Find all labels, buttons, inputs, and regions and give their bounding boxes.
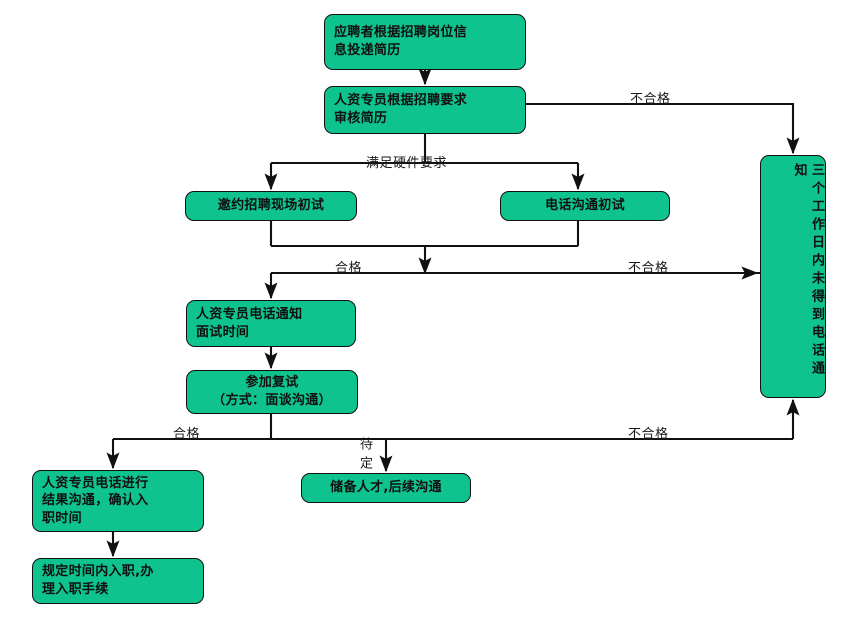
node-label: 应聘者根据招聘岗位信息投递简历 — [325, 24, 525, 59]
node-label-line: 人资专员电话通知 — [196, 306, 303, 322]
node-label: 三个工作日内未得到电话通知 — [761, 163, 825, 390]
node-label: 参加复试 （方式：面谈沟通） — [187, 374, 357, 409]
node-label-line: 理入职手续 — [42, 582, 109, 597]
edge-label-qualified-second: 合格 — [173, 427, 201, 442]
node-label-line: 人资专员根据招聘要求 — [334, 93, 468, 109]
node-label-line: 面试时间 — [196, 324, 250, 340]
edge-screen-to-nocall — [526, 102, 800, 155]
node-label-line: 结果沟通，确认入 — [42, 493, 149, 509]
node-second-interview[interactable]: 参加复试 （方式：面谈沟通） — [186, 370, 358, 414]
node-label-line: 电话沟通初试 — [545, 198, 625, 214]
node-label-line: 职时间 — [42, 510, 82, 526]
edge-label-pending: 待定 — [357, 437, 372, 475]
node-label: 储备人才,后续沟通 — [302, 479, 470, 497]
node-talent-pool-followup[interactable]: 储备人才,后续沟通 — [301, 473, 471, 503]
node-hr-screen-resume[interactable]: 人资专员根据招聘要求审核简历 — [324, 86, 526, 134]
node-label-line: 参加复试 — [245, 375, 299, 391]
node-label-line: 应聘者根据招聘岗位信 — [334, 25, 468, 41]
node-label-line: 邀约招聘现场初试 — [217, 198, 325, 214]
edge-label-unqualified-second: 不合格 — [628, 427, 669, 442]
node-label-line: 息投递简历 — [334, 43, 401, 58]
node-label-line: 三个工作日内未得到电话通知 — [791, 163, 824, 379]
node-apply-resume[interactable]: 应聘者根据招聘岗位信息投递简历 — [324, 14, 526, 70]
node-label-line: 审核简历 — [334, 111, 388, 126]
node-label-line: 人资专员电话进行 — [42, 475, 149, 491]
node-phone-first-interview[interactable]: 电话沟通初试 — [500, 191, 670, 221]
node-label-line: （方式：面谈沟通） — [212, 393, 332, 408]
edge-label-unqualified-top: 不合格 — [630, 92, 671, 107]
node-onsite-first-interview[interactable]: 邀约招聘现场初试 — [185, 191, 357, 221]
node-label: 规定时间内入职,办理入职手续 — [33, 563, 203, 598]
edge-label-qualified-first: 合格 — [335, 261, 363, 276]
node-label-line: 规定时间内入职,办 — [42, 564, 154, 580]
node-hr-result-call[interactable]: 人资专员电话进行结果沟通，确认入职时间 — [32, 470, 204, 532]
node-onboarding-procedures[interactable]: 规定时间内入职,办理入职手续 — [32, 558, 204, 604]
node-label: 电话沟通初试 — [501, 197, 669, 215]
node-hr-notify-interview-time[interactable]: 人资专员电话通知面试时间 — [186, 300, 356, 347]
node-label: 人资专员根据招聘要求审核简历 — [325, 92, 525, 127]
node-label: 邀约招聘现场初试 — [186, 197, 356, 215]
edge-label-meets-requirements: 满足硬件要求 — [366, 156, 448, 171]
node-label-line: 储备人才,后续沟通 — [330, 480, 442, 496]
edge-label-unqualified-first: 不合格 — [628, 261, 669, 276]
node-label: 人资专员电话通知面试时间 — [187, 306, 355, 341]
node-no-call-within-three-days[interactable]: 三个工作日内未得到电话通知 — [760, 155, 826, 398]
node-label: 人资专员电话进行结果沟通，确认入职时间 — [33, 475, 203, 528]
